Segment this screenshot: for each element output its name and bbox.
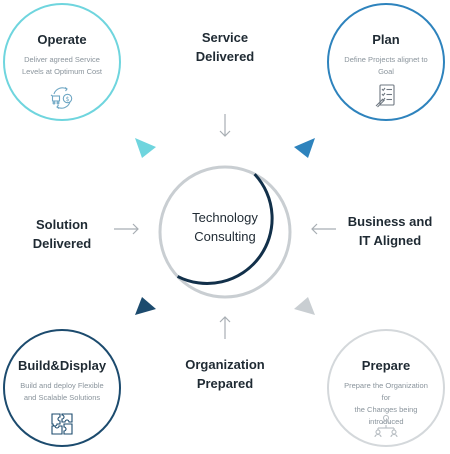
- corner-prepare: Prepare Prepare the Organization for the…: [327, 329, 445, 447]
- plan-desc-line2: Goal: [378, 67, 394, 76]
- plan-desc-line1: Define Projects alignet to: [344, 55, 428, 64]
- center-title-line1: Technology: [192, 210, 258, 225]
- operate-desc-line2: Levels at Optimum Cost: [21, 67, 103, 76]
- build-desc-line2: and Scalable Solutions: [23, 393, 101, 402]
- prepare-desc-line1: Prepare the Organization for: [344, 381, 428, 402]
- org-chart-icon: [374, 414, 398, 438]
- stage-right-line2: IT Aligned: [358, 233, 422, 248]
- stage-bottom: Organization Prepared: [170, 355, 280, 393]
- operate-title: Operate: [37, 32, 87, 47]
- stage-left-line2: Delivered: [32, 236, 92, 251]
- corner-plan: Plan Define Projects alignet to Goal: [327, 3, 445, 121]
- plan-title: Plan: [372, 32, 400, 47]
- stage-top-line2: Delivered: [195, 49, 255, 64]
- stage-top: Service Delivered: [175, 28, 275, 66]
- center-ring-dark-arc: [176, 173, 274, 285]
- arrow-up-bottom: [219, 316, 231, 339]
- stage-right-line1: Business and: [347, 214, 433, 229]
- corner-build-display: Build&Display Build and deploy Flexible …: [3, 329, 121, 447]
- stage-left-line1: Solution: [36, 217, 88, 232]
- triangle-bottom-right: [294, 297, 315, 315]
- cart-dollar-cycle-icon: $: [50, 87, 73, 109]
- prepare-title: Prepare: [361, 358, 411, 373]
- operate-desc-line1: Deliver agreed Service: [24, 55, 100, 64]
- stage-bottom-line2: Prepared: [196, 376, 254, 391]
- plan-description: Define Projects alignet to Goal: [339, 54, 433, 78]
- triangle-bottom-left: [135, 297, 156, 315]
- build-title: Build&Display: [17, 358, 107, 373]
- stage-bottom-line1: Organization: [185, 357, 265, 372]
- arrow-left-right: [311, 223, 336, 235]
- checklist-pen-icon: [375, 84, 395, 108]
- center-label: Technology Consulting: [172, 208, 278, 246]
- build-description: Build and deploy Flexible and Scalable S…: [15, 380, 109, 404]
- corner-operate: Operate Deliver agreed Service Levels at…: [3, 3, 121, 121]
- arrow-down-top: [219, 114, 231, 137]
- center-title-line2: Consulting: [194, 229, 256, 244]
- stage-left: Solution Delivered: [14, 215, 110, 253]
- build-desc-line1: Build and deploy Flexible: [20, 381, 104, 390]
- operate-description: Deliver agreed Service Levels at Optimum…: [15, 54, 109, 78]
- center-ring-light: [158, 165, 292, 299]
- svg-text:$: $: [66, 96, 70, 103]
- arrow-right-left: [114, 223, 139, 235]
- triangle-top-right: [294, 138, 315, 158]
- stage-top-line1: Service: [201, 30, 249, 45]
- puzzle-icon: [51, 413, 73, 435]
- stage-right: Business and IT Aligned: [338, 212, 442, 250]
- triangle-top-left: [135, 138, 156, 158]
